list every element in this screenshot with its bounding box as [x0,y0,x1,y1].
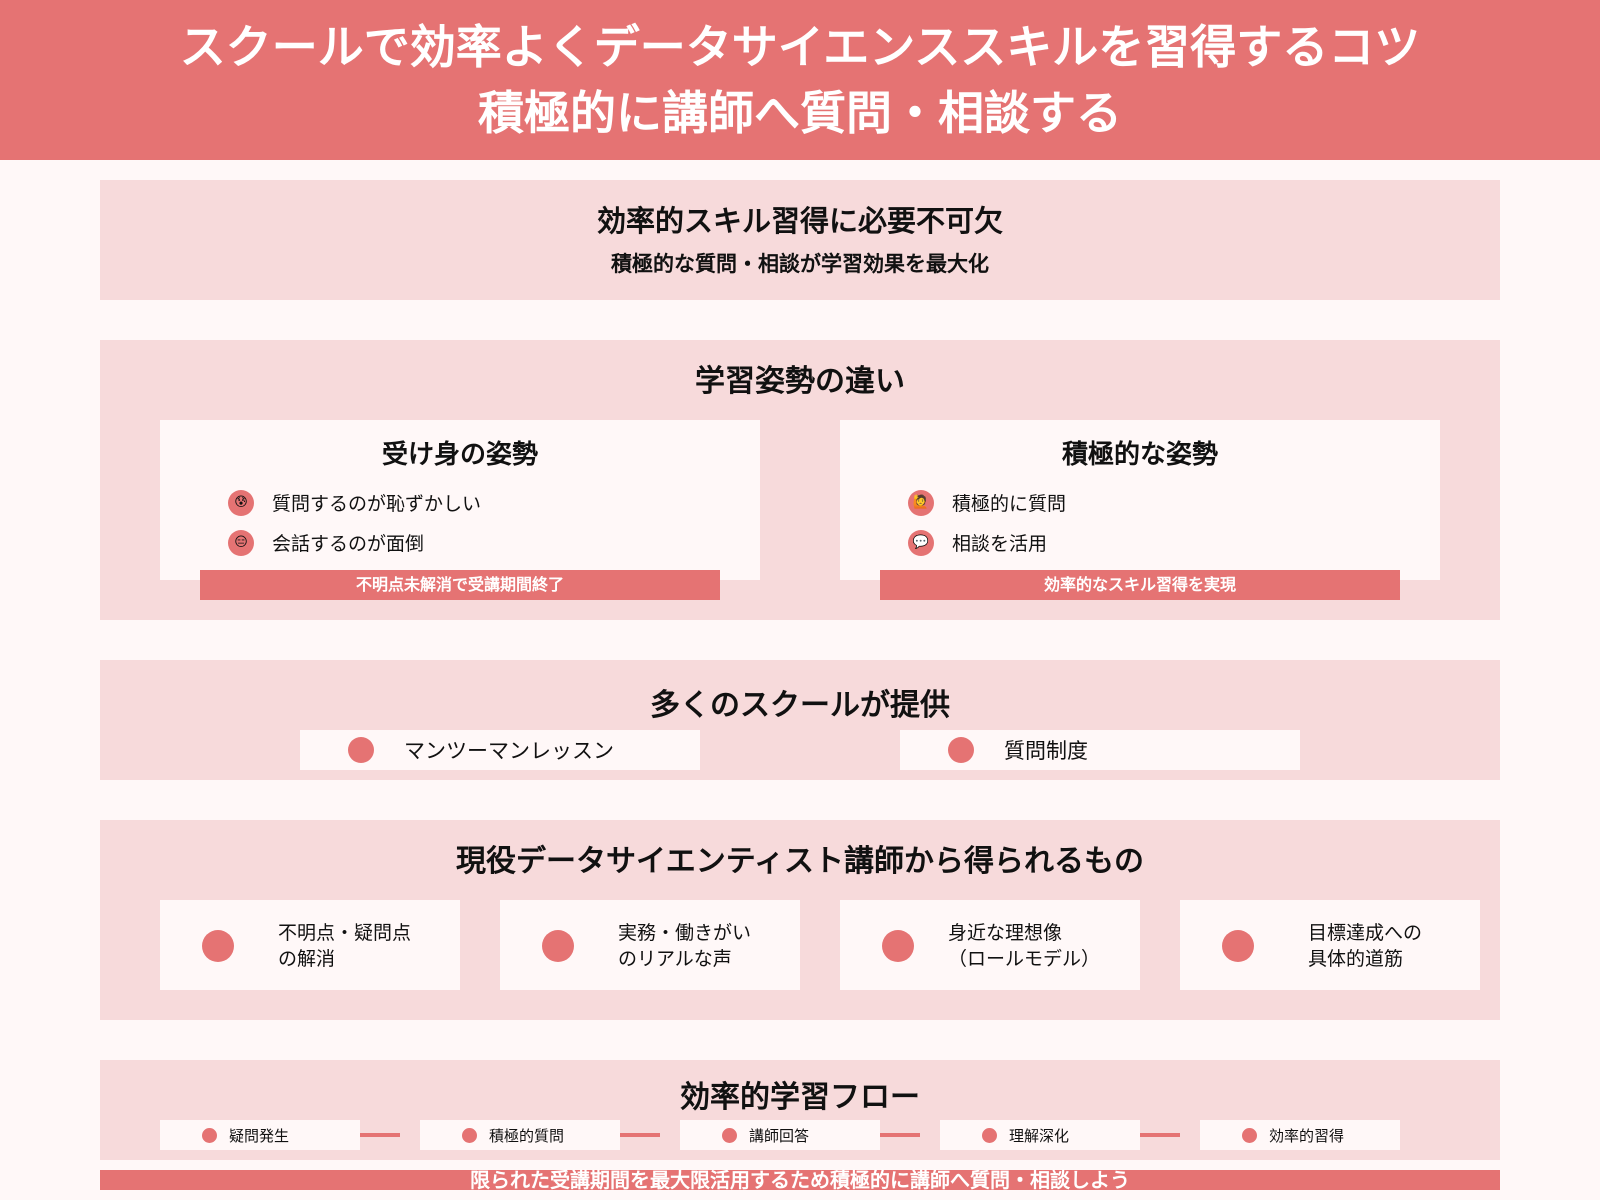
list-item-label: 会話するのが面倒 [272,533,425,555]
raising-hand-icon: 🙋 [908,489,934,516]
bullet-icon [882,930,914,962]
bullet-icon [948,737,974,763]
flow-step: 積極的質問 [420,1120,620,1150]
bullet-icon [1222,930,1254,962]
bullet-icon [202,930,234,962]
benefit-label: 身近な理想像 （ロールモデル） [948,922,1101,970]
list-item: 😑 会話するのが面倒 [228,529,424,556]
header-title: スクールで効率よくデータサイエンススキルを習得するコツ [179,20,1421,74]
speech-bubble-icon: 💬 [908,529,934,556]
expressionless-face-icon: 😑 [228,529,254,556]
flow-connector [880,1133,920,1137]
list-item-label: 質問するのが恥ずかしい [272,493,482,515]
attitude-title: 学習姿勢の違い [695,364,905,399]
intro-subtitle: 積極的な質問・相談が学習効果を最大化 [611,252,989,276]
intro-title: 効率的スキル習得に必要不可欠 [596,204,1003,238]
benefit-card: 目標達成への 具体的道筋 [1180,900,1480,990]
bullet-icon [462,1127,477,1143]
flow-step: 理解深化 [940,1120,1140,1150]
passive-result: 不明点未解消で受講期間終了 [200,570,720,600]
list-item: 🙋 積極的に質問 [908,489,1066,516]
benefit-label: 実務・働きがい のリアルな声 [618,922,752,970]
flow-step-label: 積極的質問 [489,1126,565,1145]
list-item: 😰 質問するのが恥ずかしい [228,489,481,516]
offer-title: 多くのスクールが提供 [650,688,950,723]
bullet-icon [982,1127,997,1143]
benefit-card: 不明点・疑問点 の解消 [160,900,460,990]
list-item-label: 積極的に質問 [952,493,1067,515]
benefit-label: 不明点・疑問点 の解消 [278,922,412,970]
header-subtitle: 積極的に講師へ質問・相談する [478,86,1122,140]
bullet-icon [348,737,374,763]
bullet-icon [1242,1127,1257,1143]
active-title: 積極的な姿勢 [1061,440,1218,470]
page-header: スクールで効率よくデータサイエンススキルを習得するコツ 積極的に講師へ質問・相談… [0,0,1600,160]
flow-step-label: 理解深化 [1009,1126,1070,1145]
list-item: 💬 相談を活用 [908,529,1047,556]
bullet-icon [542,930,574,962]
flow-title: 効率的学習フロー [680,1080,920,1115]
flow-step-label: 効率的習得 [1269,1126,1345,1145]
list-item-label: 相談を活用 [952,533,1048,555]
passive-title: 受け身の姿勢 [381,440,538,470]
flow-connector [1140,1133,1180,1137]
offer-item: マンツーマンレッスン [300,730,700,770]
offer-label: 質問制度 [1004,739,1088,763]
benefit-label: 目標達成への 具体的道筋 [1308,922,1423,970]
passive-card: 受け身の姿勢 [160,420,760,580]
footer-banner: 限られた受講期間を最大限活用するため積極的に講師へ質問・相談しよう [100,1170,1500,1190]
flow-step: 疑問発生 [160,1120,360,1150]
flow-connector [620,1133,660,1137]
flow-step-label: 疑問発生 [229,1126,290,1145]
anxious-face-icon: 😰 [228,489,254,516]
active-card: 積極的な姿勢 [840,420,1440,580]
intro-section: 効率的スキル習得に必要不可欠 積極的な質問・相談が学習効果を最大化 [100,180,1500,300]
flow-connector [360,1133,400,1137]
bullet-icon [202,1127,217,1143]
flow-step: 講師回答 [680,1120,880,1150]
offer-label: マンツーマンレッスン [404,739,614,763]
benefits-title: 現役データサイエンティスト講師から得られるもの [456,844,1144,879]
offer-item: 質問制度 [900,730,1300,770]
active-result: 効率的なスキル習得を実現 [880,570,1400,600]
benefit-card: 身近な理想像 （ロールモデル） [840,900,1140,990]
bullet-icon [722,1127,737,1143]
flow-step-label: 講師回答 [749,1126,810,1145]
benefit-card: 実務・働きがい のリアルな声 [500,900,800,990]
flow-step: 効率的習得 [1200,1120,1400,1150]
